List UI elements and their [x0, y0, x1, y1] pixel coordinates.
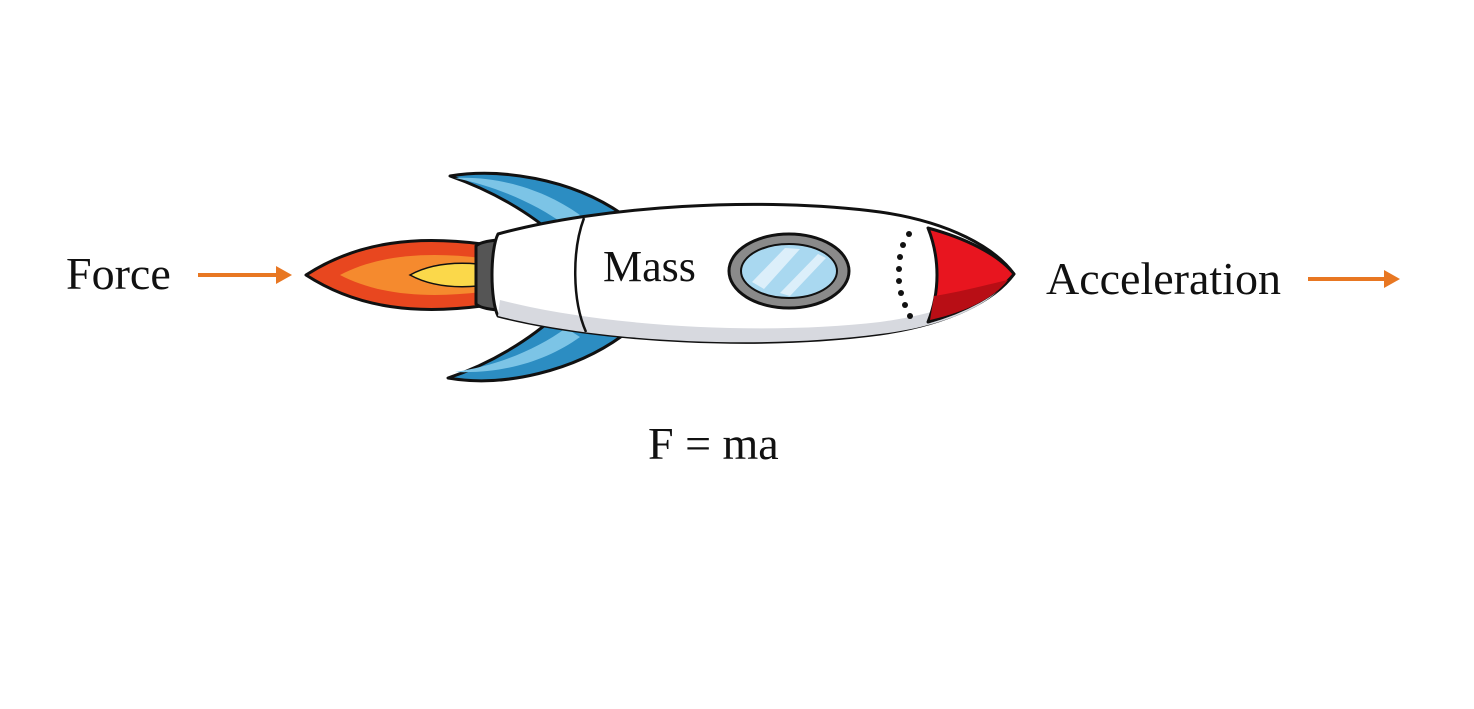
acceleration-arrow-icon — [1308, 270, 1400, 288]
force-arrow-icon — [198, 266, 292, 284]
force-label: Force — [66, 248, 171, 299]
window-porthole — [727, 232, 851, 310]
rocket-icon — [304, 171, 1016, 383]
rivets — [896, 231, 913, 319]
mass-label: Mass — [603, 242, 696, 291]
equation-text: F = ma — [648, 418, 779, 469]
acceleration-label: Acceleration — [1046, 253, 1281, 304]
